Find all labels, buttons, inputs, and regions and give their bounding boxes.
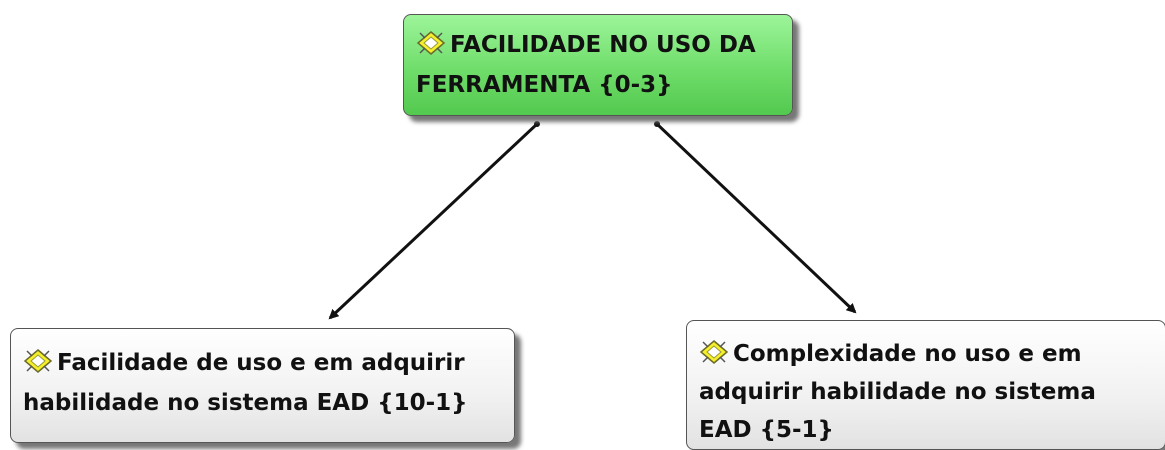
concept-node-right-label: Complexidade no uso e em adquirir habili… (699, 341, 1096, 443)
concept-node-right[interactable]: Complexidade no uso e em adquirir habili… (686, 320, 1165, 450)
concept-node-left-label: Facilidade de uso e em adquirir habilida… (23, 350, 468, 416)
concept-diamond-icon (699, 340, 729, 364)
concept-node-root-label: FACILIDADE NO USO DA FERRAMENTA {0-3} (416, 32, 756, 98)
concept-node-root[interactable]: FACILIDADE NO USO DA FERRAMENTA {0-3} (403, 14, 793, 116)
connector-root-to-left (328, 122, 539, 320)
concept-diamond-icon (23, 349, 53, 373)
connector-origin-dot-right (654, 121, 660, 127)
connector-origin-dot-left (534, 121, 540, 127)
connector-root-to-right (655, 122, 857, 314)
concept-diamond-icon (416, 31, 446, 55)
concept-node-left[interactable]: Facilidade de uso e em adquirir habilida… (10, 328, 515, 443)
